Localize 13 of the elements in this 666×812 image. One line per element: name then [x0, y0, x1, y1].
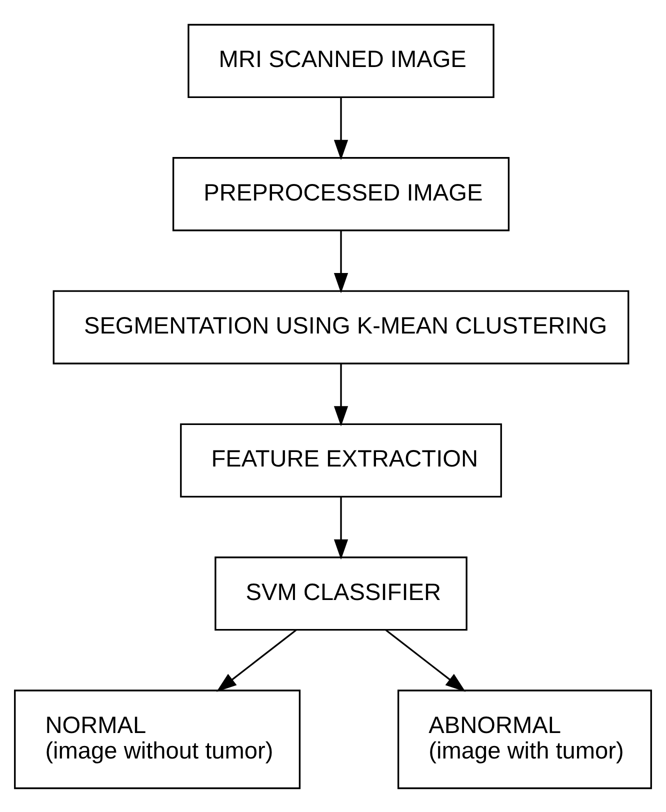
node-box: FEATURE EXTRACTION: [180, 422, 502, 498]
arrow: [334, 496, 348, 560]
arrow: [334, 230, 348, 293]
node-box: MRI SCANNED IMAGE: [188, 23, 494, 98]
node-box: ABNORMAL (image with tumor): [397, 689, 652, 789]
arrow: [334, 96, 348, 160]
node-box: NORMAL (image without tumor): [14, 689, 301, 789]
arrow: [216, 628, 297, 692]
node-box: SEGMENTATION USING K-MEAN CLUSTERING: [52, 290, 630, 364]
arrow: [385, 628, 466, 692]
node-box: SVM CLASSIFIER: [214, 556, 468, 630]
node-box: PREPROCESSED IMAGE: [172, 156, 510, 231]
arrow: [334, 363, 348, 426]
